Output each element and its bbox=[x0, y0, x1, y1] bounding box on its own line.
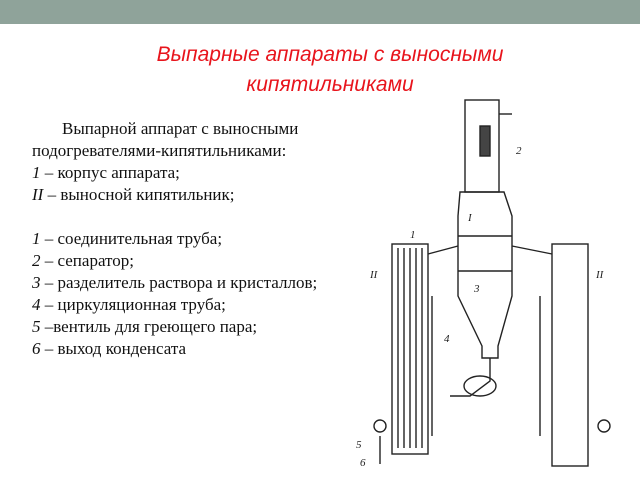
label-5: 5 bbox=[356, 439, 362, 451]
part-label: – корпус аппарата; bbox=[40, 163, 180, 182]
component-item: 5 –вентиль для греющего пара; bbox=[32, 316, 332, 338]
label-3: 3 bbox=[473, 283, 480, 295]
part-number: 1 bbox=[32, 163, 41, 182]
title-line-1: Выпарные аппараты с выносными bbox=[156, 43, 504, 66]
circulation-pipe bbox=[450, 358, 491, 397]
component-label: – циркуляционная труба; bbox=[40, 295, 226, 314]
component-item: 2 – сепаратор; bbox=[32, 250, 332, 272]
separator-window bbox=[479, 125, 491, 157]
label-1: 1 bbox=[410, 229, 416, 241]
label-6: 6 bbox=[360, 457, 366, 469]
component-item: 1 – соединительная труба; bbox=[32, 228, 332, 250]
component-number: 4 bbox=[32, 295, 41, 314]
part-number: II bbox=[32, 185, 44, 204]
component-label: – разделитель раствора и кристаллов; bbox=[40, 273, 318, 292]
title-line-2: кипятильниками bbox=[246, 73, 414, 96]
component-number: 2 bbox=[32, 251, 41, 270]
left-heater bbox=[391, 243, 429, 455]
label-roman-2-right: II bbox=[595, 269, 605, 281]
part-item: II – выносной кипятильник; bbox=[32, 184, 332, 206]
component-label: – сепаратор; bbox=[40, 251, 134, 270]
component-item: 4 – циркуляционная труба; bbox=[32, 294, 332, 316]
component-number: 1 bbox=[32, 229, 41, 248]
component-number: 3 bbox=[32, 273, 41, 292]
intro-text: Выпарной аппарат с выносными подогревате… bbox=[32, 119, 299, 160]
component-item: 6 – выход конденсата bbox=[32, 338, 332, 360]
description-text: Выпарной аппарат с выносными подогревате… bbox=[32, 118, 332, 360]
apparatus-body bbox=[457, 191, 513, 359]
evaporator-diagram: 2 I 1 II II 3 4 5 6 bbox=[356, 99, 611, 469]
part-label: – выносной кипятильник; bbox=[43, 185, 235, 204]
label-2: 2 bbox=[516, 145, 522, 157]
top-bar bbox=[0, 0, 640, 24]
component-label: –вентиль для греющего пара; bbox=[40, 317, 258, 336]
label-roman-2-left: II bbox=[369, 269, 379, 281]
spacer bbox=[32, 206, 332, 228]
component-item: 3 – разделитель раствора и кристаллов; bbox=[32, 272, 332, 294]
steam-valve bbox=[373, 419, 387, 433]
label-roman-1: I bbox=[467, 212, 473, 224]
connecting-pipe bbox=[427, 245, 459, 255]
component-number: 6 bbox=[32, 339, 41, 358]
label-4: 4 bbox=[444, 333, 450, 345]
component-number: 5 bbox=[32, 317, 41, 336]
slide-title: Выпарные аппараты с выносными кипятильни… bbox=[60, 40, 600, 100]
component-label: – соединительная труба; bbox=[40, 229, 223, 248]
component-label: – выход конденсата bbox=[40, 339, 187, 358]
part-item: 1 – корпус аппарата; bbox=[32, 162, 332, 184]
right-heater bbox=[551, 243, 589, 467]
